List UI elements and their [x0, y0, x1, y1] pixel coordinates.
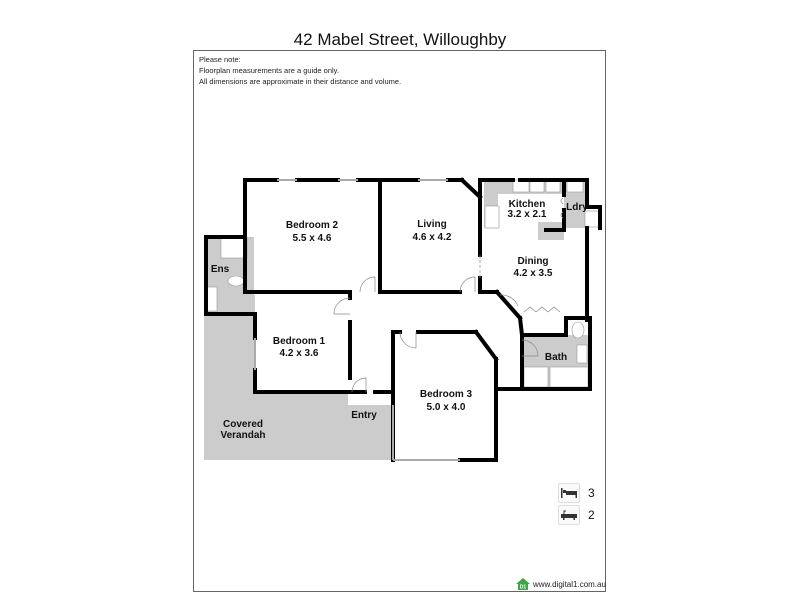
shower-bath	[523, 366, 549, 388]
bathtub	[549, 366, 589, 388]
room-name: Kitchen	[509, 199, 546, 210]
toilet-bath	[571, 321, 585, 339]
room-name: Living	[417, 219, 446, 230]
room-size: 4.6 x 4.2	[413, 232, 452, 243]
room-name: Dining	[517, 256, 548, 267]
bed-icon	[558, 483, 580, 503]
toilet-ensuite	[227, 275, 245, 287]
bathroom-count: 2	[558, 504, 595, 526]
room-size: Verandah	[220, 430, 265, 441]
brand-url[interactable]: www.digital1.com.au	[533, 579, 606, 589]
room-size: 3.2 x 2.1	[508, 209, 547, 220]
room-name: Covered	[223, 419, 263, 430]
verandah-area	[204, 295, 392, 460]
windows	[254, 179, 460, 461]
room-labels: Bedroom 2 5.5 x 4.6 Living 4.6 x 4.2 Kit…	[211, 199, 588, 441]
bedroom-count-value: 3	[588, 486, 595, 500]
bathroom-count-value: 2	[588, 508, 595, 522]
note-line: Please note:	[199, 55, 241, 64]
page-title: 42 Mabel Street, Willoughby	[293, 30, 507, 49]
vanity-bath	[576, 344, 588, 364]
room-count-legend: 3 2	[558, 482, 595, 526]
shaded-areas	[204, 180, 588, 460]
doors	[333, 197, 564, 393]
room-size: 4.2 x 3.6	[280, 348, 319, 359]
note-line: Floorplan measurements are a guide only.	[199, 66, 339, 75]
room-name: Entry	[351, 410, 377, 421]
bedroom-count: 3	[558, 482, 595, 504]
room-size: 5.5 x 4.6	[293, 233, 332, 244]
washer	[584, 210, 600, 228]
room-name: Ldry	[566, 202, 588, 213]
svg-text:D1: D1	[520, 585, 527, 591]
room-name: Ens	[211, 264, 230, 275]
room-size: 5.0 x 4.0	[427, 402, 466, 413]
room-name: Bedroom 3	[420, 389, 473, 400]
room-size: 4.2 x 3.5	[514, 268, 553, 279]
brand-footer: D1 www.digital1.com.au	[516, 578, 606, 590]
note-line: All dimensions are approximate in their …	[199, 77, 402, 86]
bathtub-icon	[558, 505, 580, 525]
room-name: Bedroom 1	[273, 336, 326, 347]
room-name: Bath	[545, 352, 567, 363]
room-name: Bedroom 2	[286, 220, 339, 231]
fridge	[484, 205, 500, 229]
plan-frame	[193, 50, 606, 592]
disclaimer-note: Please note: Floorplan measurements are …	[199, 54, 401, 87]
walls	[204, 177, 602, 462]
house-logo-icon: D1	[516, 578, 530, 590]
bath-ensuite	[206, 286, 218, 312]
